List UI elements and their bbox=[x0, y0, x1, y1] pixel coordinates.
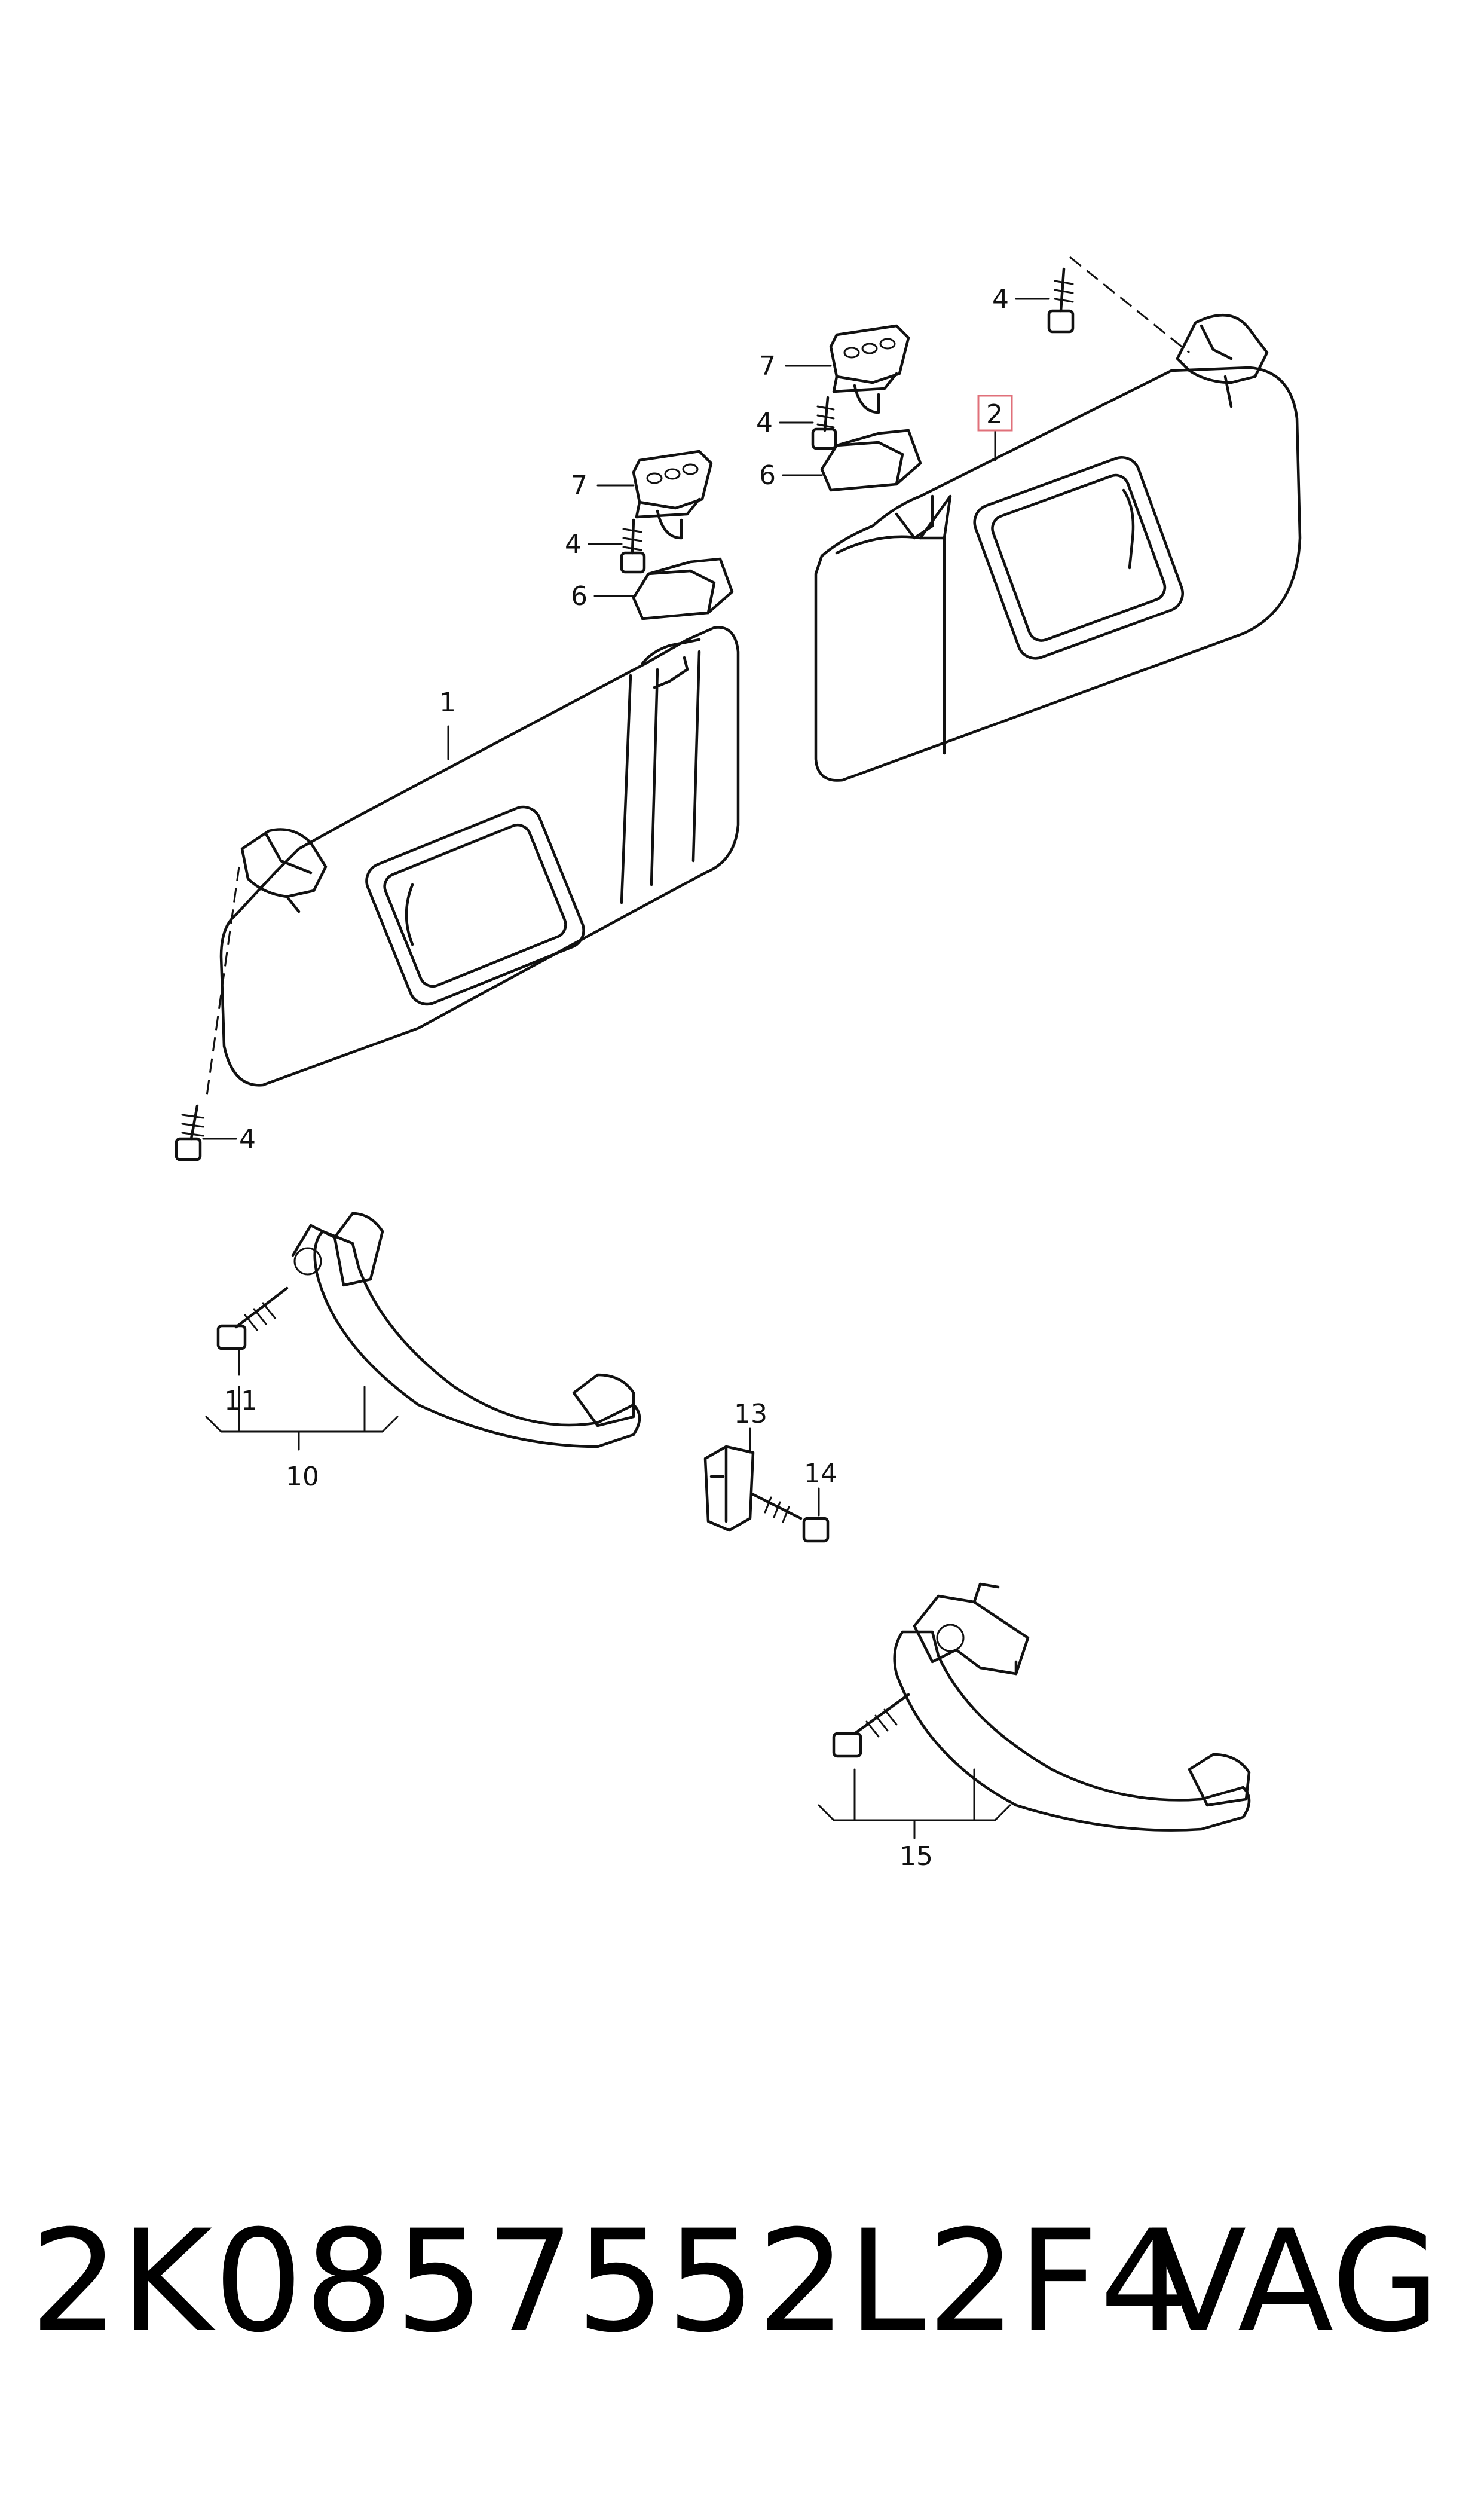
screw-handle-left[interactable] bbox=[216, 1286, 289, 1350]
bracket-upper[interactable] bbox=[829, 324, 910, 414]
brand-label: VAG bbox=[1151, 2200, 1440, 2364]
screw-bottom[interactable] bbox=[175, 1104, 204, 1161]
callout-7a[interactable]: 7 bbox=[759, 351, 776, 381]
screw-mid-2[interactable] bbox=[620, 518, 646, 574]
cover-upper[interactable] bbox=[820, 429, 922, 492]
grab-handle-right[interactable] bbox=[893, 1582, 1251, 1832]
callout-4-mid1[interactable]: 4 bbox=[756, 408, 773, 438]
dashed-line-left bbox=[205, 866, 240, 1100]
callout-14[interactable]: 14 bbox=[804, 1459, 837, 1489]
bracket-15 bbox=[818, 1768, 1011, 1839]
callout-10[interactable]: 10 bbox=[286, 1462, 319, 1492]
callout-4-bottom[interactable]: 4 bbox=[239, 1124, 256, 1154]
cover-lower[interactable] bbox=[632, 557, 734, 620]
callout-15[interactable]: 15 bbox=[899, 1841, 933, 1872]
sun-visor-right[interactable] bbox=[814, 313, 1302, 782]
screw-14[interactable] bbox=[751, 1493, 830, 1543]
screw-mid-1[interactable] bbox=[811, 396, 837, 450]
sun-visor-left[interactable] bbox=[219, 626, 740, 1087]
highlight-box-part-2 bbox=[977, 395, 1013, 432]
grab-handle-left[interactable] bbox=[291, 1212, 641, 1448]
clip-13[interactable] bbox=[703, 1445, 755, 1532]
screw-handle-right[interactable] bbox=[832, 1693, 910, 1758]
bracket-lower[interactable] bbox=[632, 450, 713, 540]
screw-top[interactable] bbox=[1047, 267, 1075, 334]
callout-2[interactable]: 2 bbox=[986, 399, 1003, 430]
callout-7b[interactable]: 7 bbox=[571, 470, 588, 501]
callout-13[interactable]: 13 bbox=[734, 1399, 767, 1429]
callout-6b[interactable]: 6 bbox=[571, 581, 588, 612]
callout-6a[interactable]: 6 bbox=[759, 460, 776, 491]
callout-11[interactable]: 11 bbox=[224, 1386, 258, 1416]
callout-4-mid2[interactable]: 4 bbox=[565, 529, 582, 560]
callout-4-top[interactable]: 4 bbox=[992, 284, 1009, 314]
dashed-line-top bbox=[1069, 256, 1190, 354]
part-number-label: 2K0857552L2F4 bbox=[30, 2200, 1191, 2364]
bracket-10 bbox=[205, 1386, 399, 1451]
callout-1[interactable]: 1 bbox=[439, 687, 456, 718]
